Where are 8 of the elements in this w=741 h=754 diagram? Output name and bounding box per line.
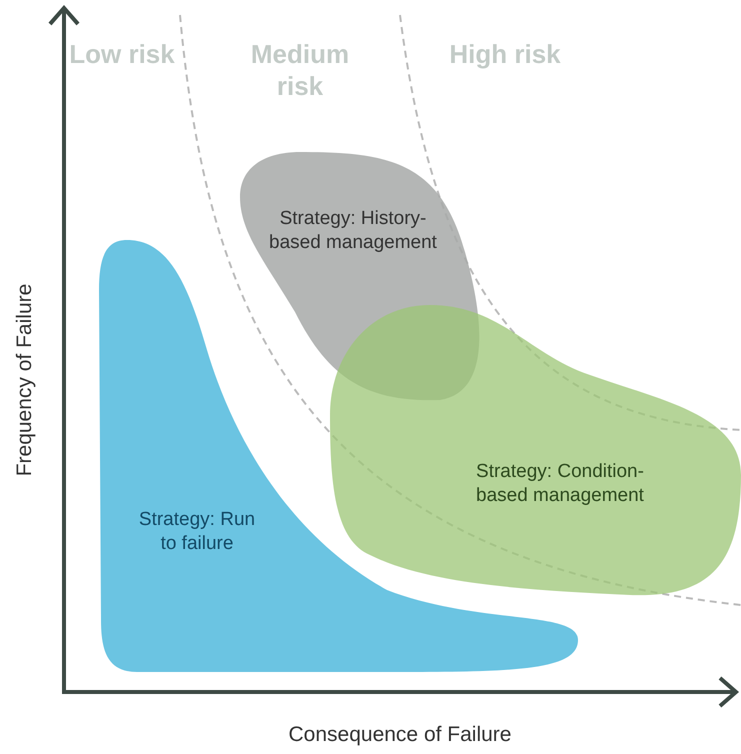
axis-title: Consequence of Failure (288, 723, 512, 747)
strategy-label: Strategy: Run to failure (138, 508, 256, 556)
strategy-label: Strategy: Condition-based management (475, 460, 645, 508)
risk-zone-label: High risk (448, 38, 562, 70)
risk-zone-label: Low risk (68, 38, 176, 70)
axis-title: Frequency of Failure (13, 284, 37, 476)
strategy-label: Strategy: History-based management (268, 207, 438, 255)
risk-zone-label: Medium risk (250, 38, 350, 102)
